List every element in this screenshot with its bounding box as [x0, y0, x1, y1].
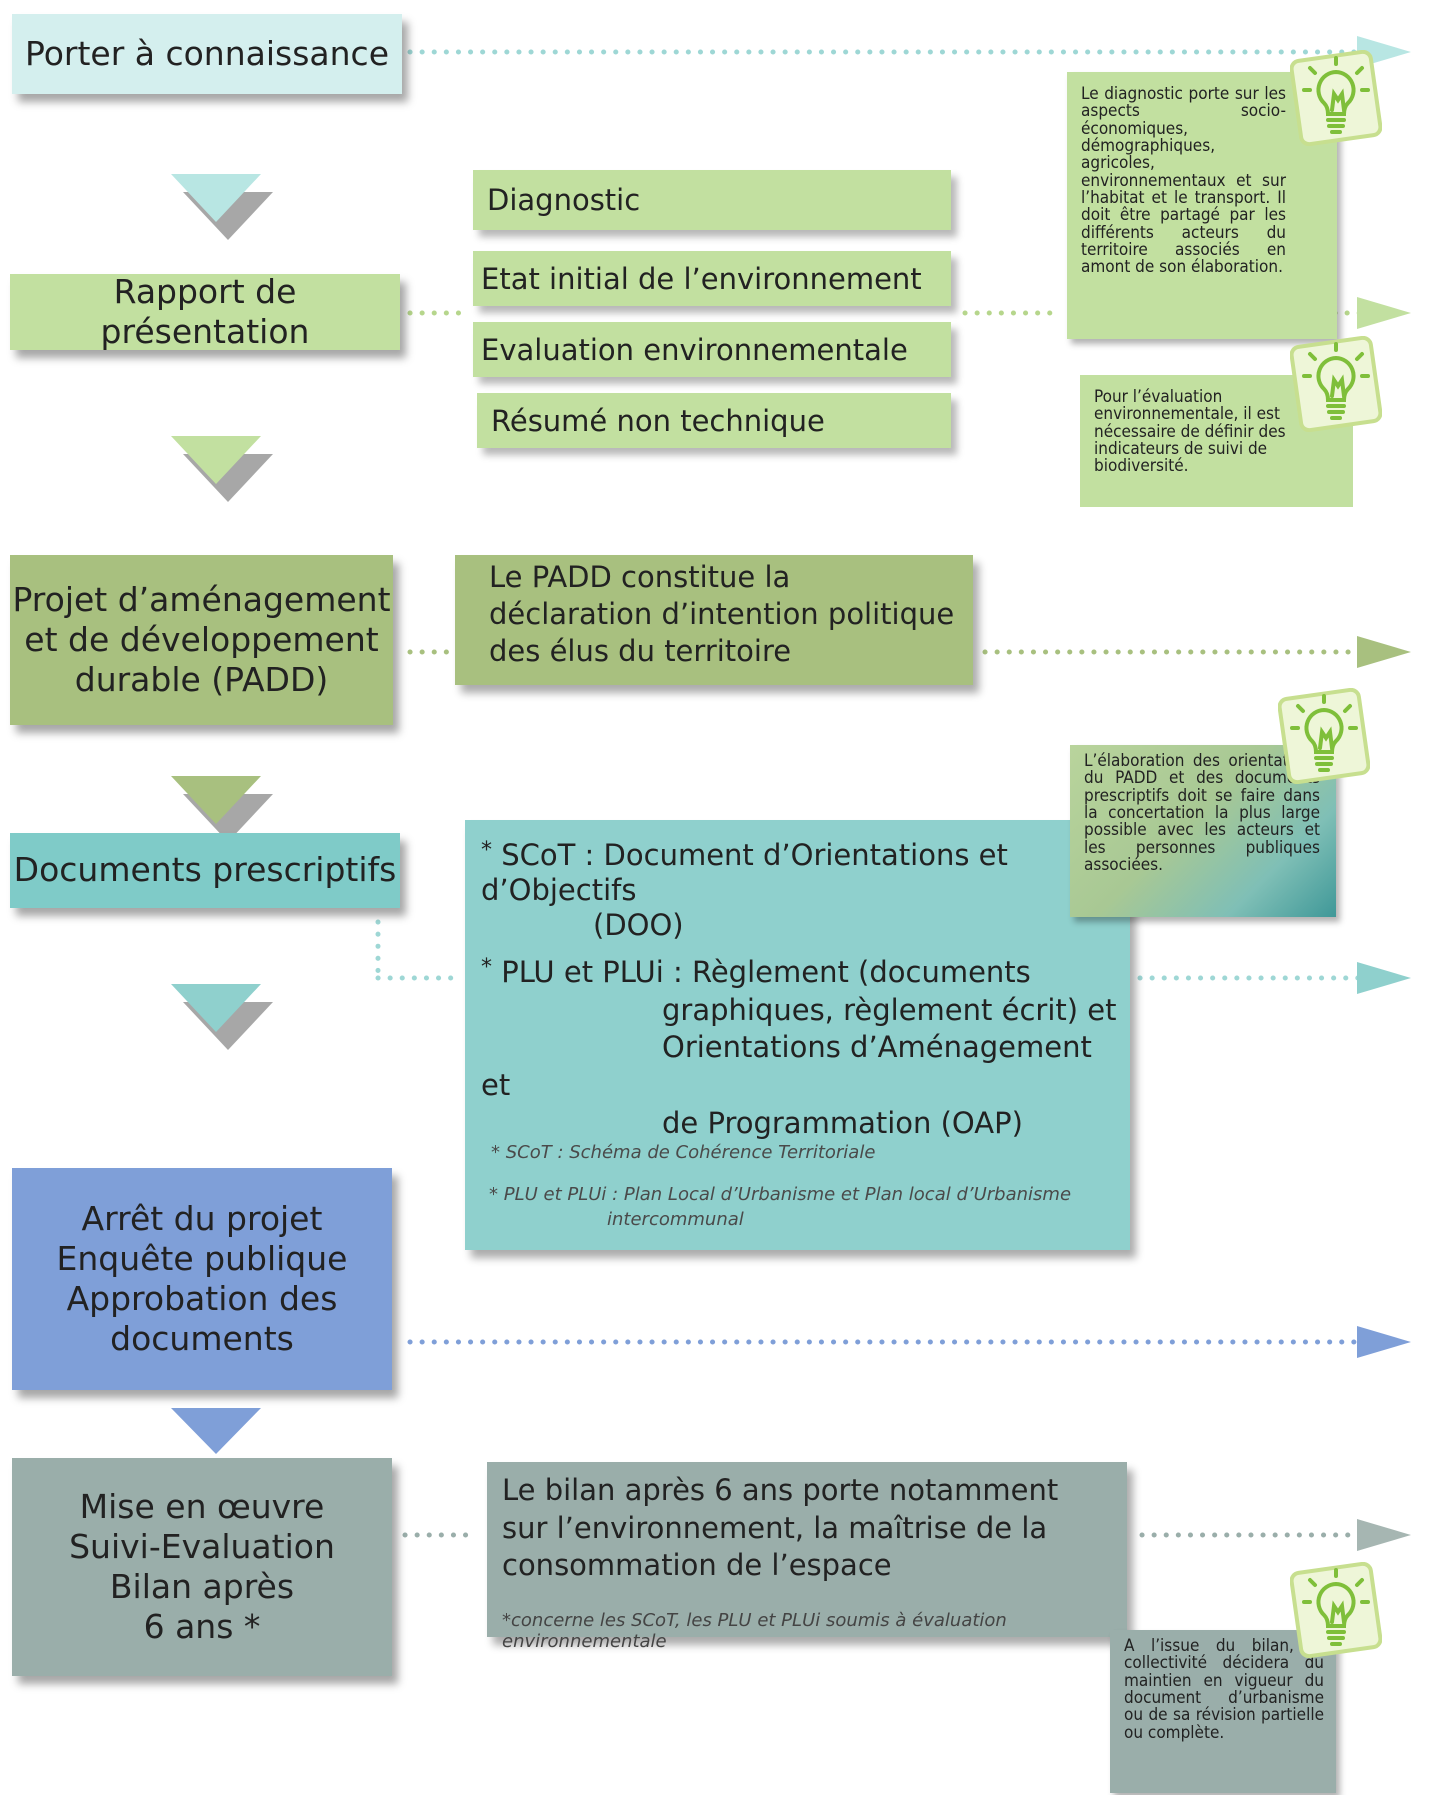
bilan-line: sur l’environnement, la maîtrise de la: [502, 1510, 1048, 1545]
footnote-plu: * PLU et PLUi : Plan Local d’Urbanisme e…: [489, 1182, 1109, 1232]
plu-text: graphiques, règlement écrit) et: [662, 992, 1117, 1027]
rapport-part-resume: Résumé non technique: [477, 393, 951, 448]
tip-text: A l’issue du bilan, la collectivité déci…: [1124, 1636, 1324, 1743]
arrow-right-icon: [1357, 1519, 1411, 1551]
footnote-scot: * SCoT : Schéma de Cohérence Territorial…: [491, 1142, 876, 1163]
arrow-right-icon: [1357, 297, 1411, 329]
rapport-part-label: Résumé non technique: [491, 403, 825, 438]
scot-text: Document d’Orientations et d’Objectifs: [481, 838, 1008, 907]
triangle-down-icon: [171, 436, 273, 502]
scot-label: SCoT :: [501, 838, 604, 872]
tip-text: Pour l’évaluation environnementale, il e…: [1094, 387, 1286, 477]
stage-label-line: documents: [110, 1319, 294, 1359]
rapport-part-evaluation: Evaluation environnementale: [473, 322, 951, 377]
stage-label: Porter à connaissance: [24, 33, 389, 73]
lightbulb-icon: [1290, 50, 1382, 146]
stage-documents-prescriptifs: Documents prescriptifs: [10, 833, 400, 908]
plu-item: * PLU et PLUi : Règlement (documents gra…: [481, 954, 1121, 1142]
stage-label-line: Mise en œuvre: [79, 1486, 325, 1526]
padd-description-panel: Le PADD constitue la déclaration d’inten…: [455, 555, 973, 685]
prescriptifs-panel: * SCoT : Document d’Orientations et d’Ob…: [465, 820, 1130, 1250]
stage-padd: Projet d’aménagement et de développement…: [10, 555, 393, 725]
lightbulb-icon: [1290, 1562, 1382, 1658]
stage-label-line: 6 ans *: [143, 1607, 261, 1647]
lightbulb-icon: [1290, 336, 1382, 432]
triangle-down-icon: [171, 1408, 261, 1454]
triangle-down-icon: [171, 776, 273, 842]
asterisk: *: [481, 955, 492, 980]
stage-arret-du-projet: Arrêt du projet Enquête publique Approba…: [12, 1168, 392, 1390]
arrow-right-icon: [1357, 636, 1411, 668]
rapport-part-label: Etat initial de l’environnement: [481, 261, 922, 296]
stage-label: Rapport de présentation: [100, 271, 310, 351]
arrow-right-icon: [1357, 962, 1411, 994]
bilan-text: Le bilan après 6 ans porte notamment sur…: [502, 1472, 1058, 1585]
stage-rapport-de-presentation: Rapport de présentation: [10, 271, 400, 351]
triangle-down-icon: [171, 174, 273, 240]
rapport-part-label: Evaluation environnementale: [481, 332, 908, 367]
bilan-footnote: *concerne les SCoT, les PLU et PLUi soum…: [502, 1610, 1007, 1652]
padd-description-text: Le PADD constitue la déclaration d’inten…: [489, 560, 955, 669]
scot-item: * SCoT : Document d’Orientations et d’Ob…: [481, 838, 1121, 942]
tip-text: L’élaboration des orientations du PADD e…: [1084, 751, 1320, 875]
stage-mise-en-oeuvre: Mise en œuvre Suivi-Evaluation Bilan apr…: [12, 1458, 392, 1676]
stage-label-line: Suivi-Evaluation: [69, 1526, 335, 1566]
stage-label-line: durable (PADD): [74, 660, 329, 700]
stage-label-line: Arrêt du projet: [81, 1198, 323, 1238]
rapport-part-diagnostic: Diagnostic: [473, 170, 951, 230]
tip-diagnostic: Le diagnostic porte sur les aspects soci…: [1067, 72, 1337, 339]
plu-text: Orientations d’Aménagement et: [481, 1030, 1092, 1103]
footnote-plu-line: intercommunal: [607, 1209, 744, 1231]
asterisk: *: [481, 838, 492, 863]
lightbulb-icon: [1278, 688, 1370, 784]
tip-evaluation: Pour l’évaluation environnementale, il e…: [1080, 375, 1353, 507]
rapport-part-label: Diagnostic: [487, 183, 641, 217]
stage-label-line: Projet d’aménagement: [12, 579, 391, 619]
triangle-down-icon: [171, 984, 273, 1050]
tip-text: Le diagnostic porte sur les aspects soci…: [1081, 84, 1286, 278]
plu-text: Règlement (documents: [691, 955, 1031, 989]
bilan-line: Le bilan après 6 ans porte notamment: [502, 1473, 1059, 1507]
bilan-line: consommation de l’espace: [502, 1548, 892, 1583]
bilan-panel: Le bilan après 6 ans porte notamment sur…: [487, 1462, 1127, 1652]
stage-label-line: Approbation des: [66, 1279, 338, 1318]
arrow-right-icon: [1357, 1326, 1411, 1358]
stage-label-line: Enquête publique: [56, 1238, 348, 1278]
stage-label-line: Bilan après: [109, 1567, 295, 1606]
scot-text-2: (DOO): [593, 907, 684, 942]
tip-bilan: A l’issue du bilan, la collectivité déci…: [1110, 1630, 1336, 1793]
plu-label: PLU et PLUi :: [501, 955, 692, 989]
footnote-plu-line: * PLU et PLUi : Plan Local d’Urbanisme e…: [489, 1184, 1072, 1205]
stage-porter-a-connaissance: Porter à connaissance: [12, 14, 402, 94]
rapport-part-etat-initial: Etat initial de l’environnement: [473, 251, 951, 306]
stage-label: Documents prescriptifs: [13, 850, 397, 890]
plu-text: de Programmation (OAP): [662, 1105, 1023, 1140]
stage-label-line: et de développement: [24, 619, 379, 659]
